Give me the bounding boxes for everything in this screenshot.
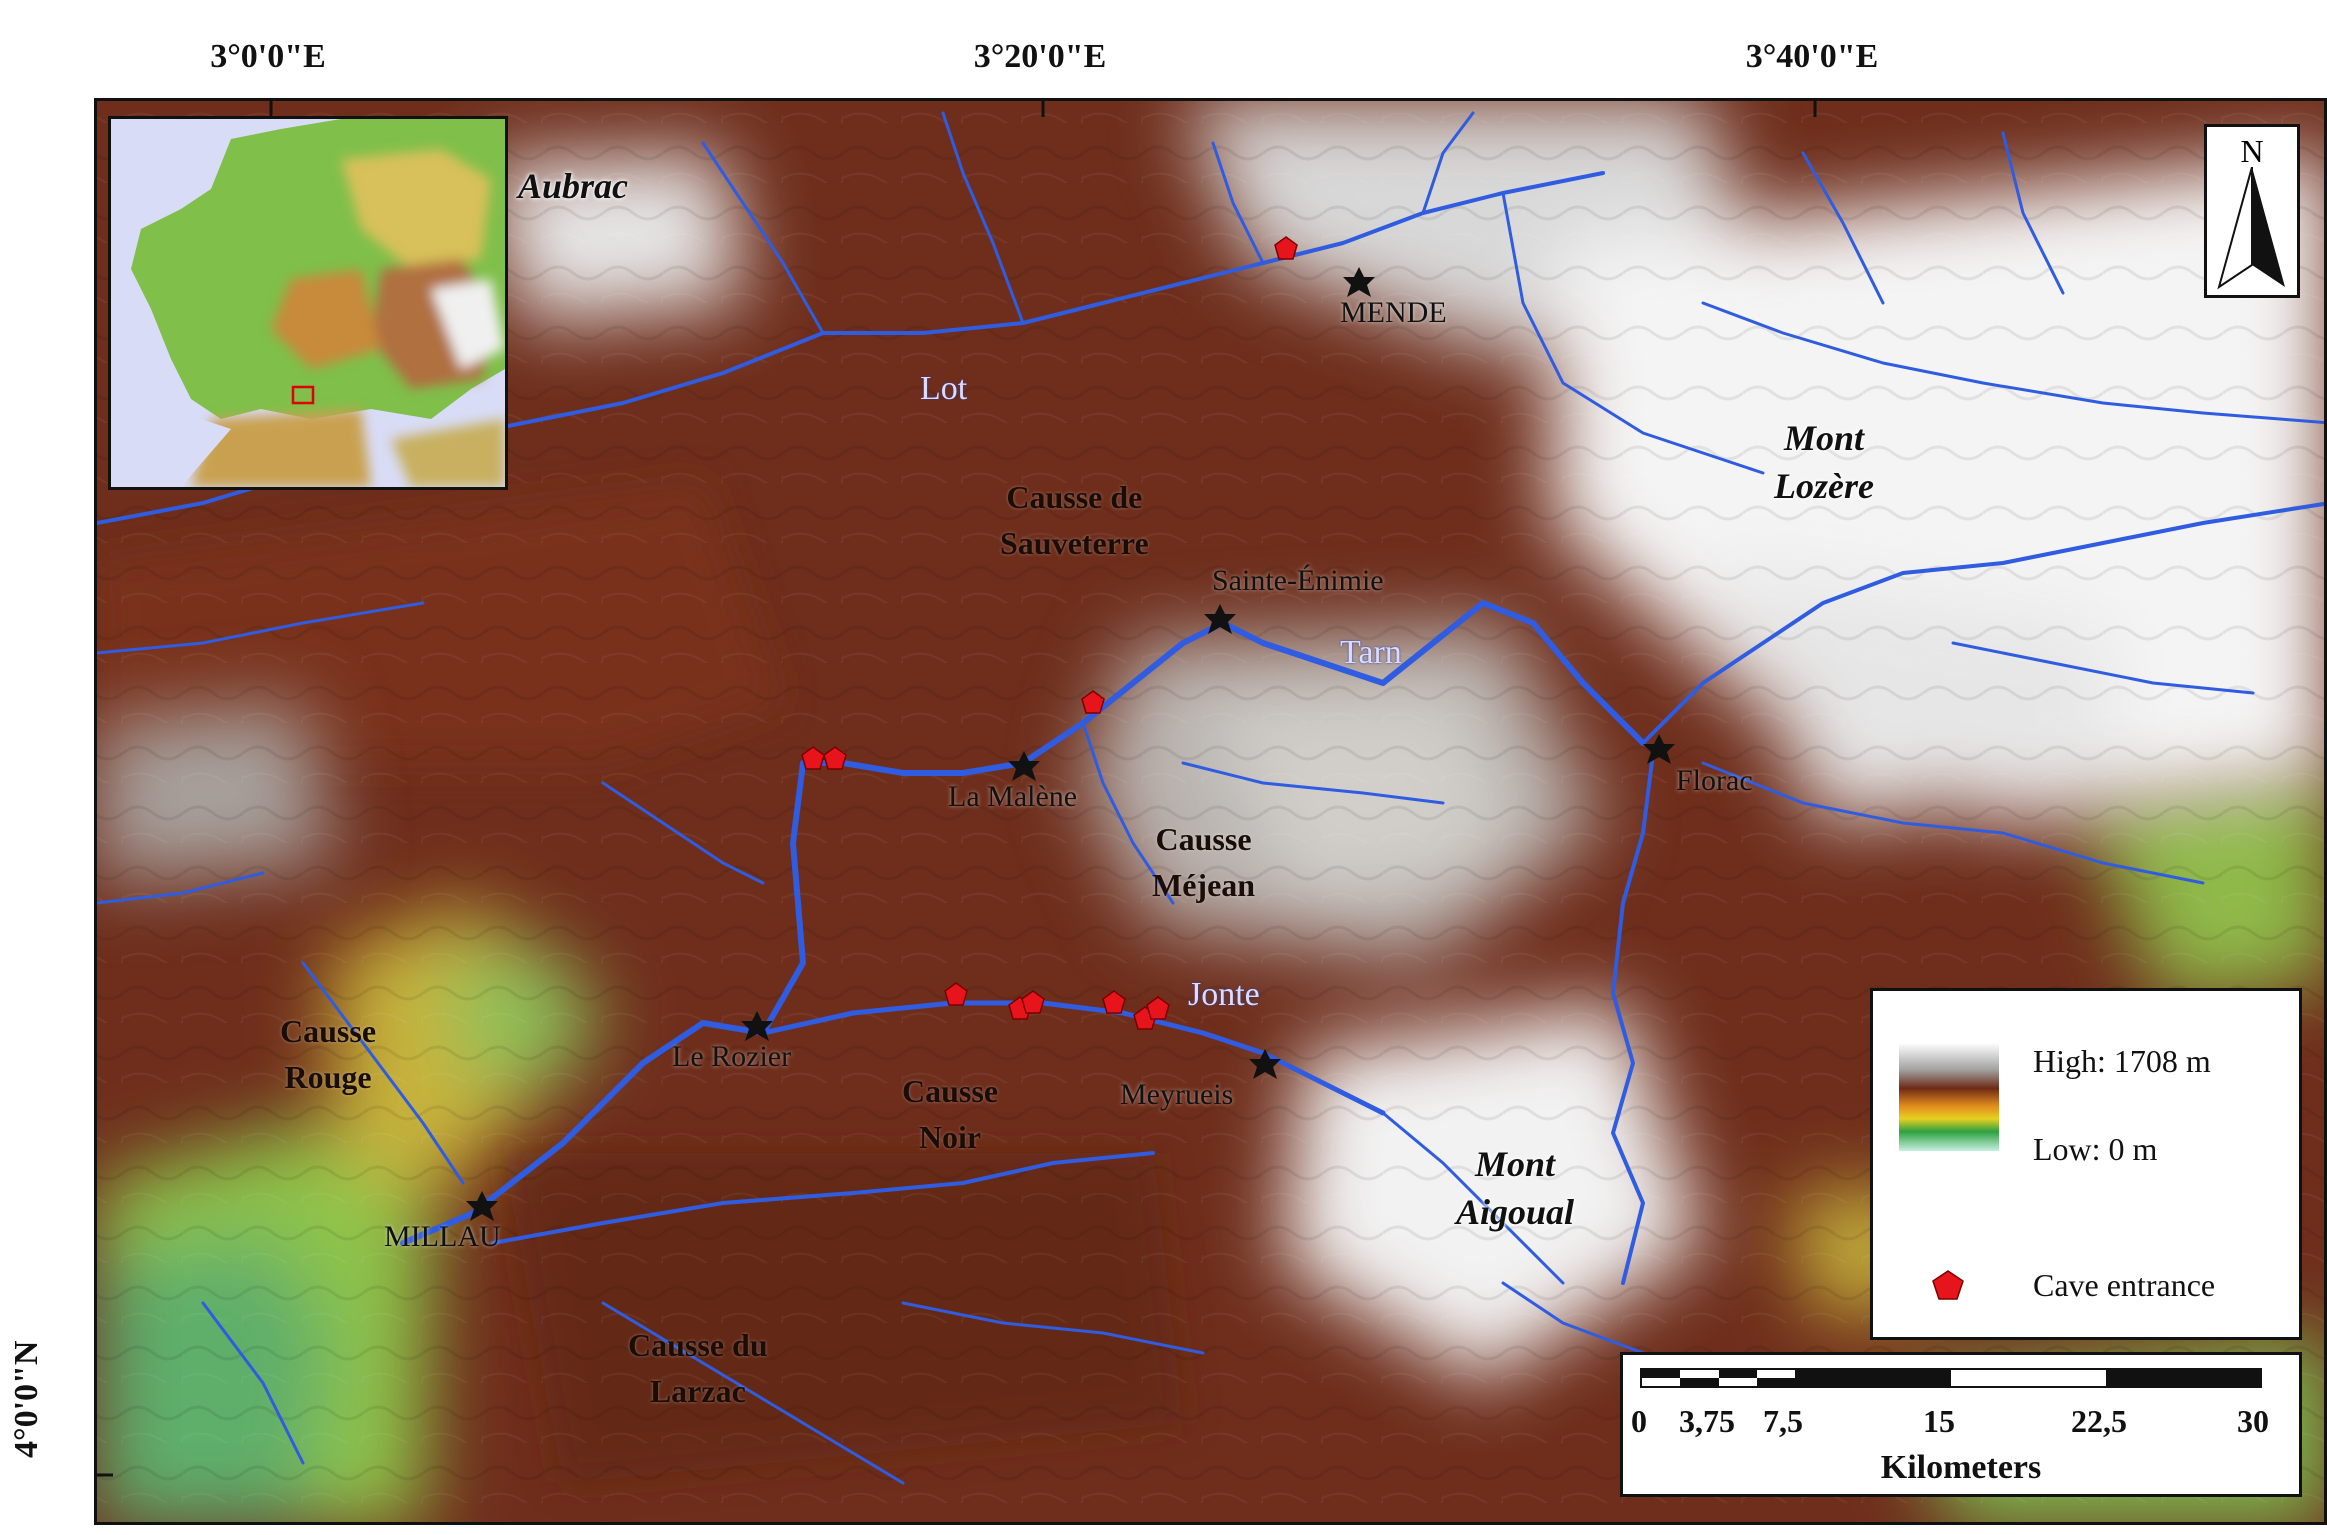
mountain-label-mont-aigoual: Mont Aigoual [1456, 1140, 1574, 1236]
longitude-label-3-20: 3°20'0"E [973, 38, 1107, 75]
cave-entrance-icon [1932, 1270, 1964, 1300]
scale-tick-30: 30 [2237, 1403, 2269, 1439]
cave-marker [801, 746, 825, 770]
elevation-ramp-icon [1899, 1043, 1999, 1151]
legend: High: 1708 m Low: 0 m Cave entrance [1870, 988, 2302, 1340]
scale-bar-graphic [1640, 1368, 2262, 1388]
region-label-causse-noir: Causse Noir [902, 1068, 998, 1160]
region-label-line: Causse de [1006, 479, 1143, 515]
mountain-label-aubrac: Aubrac [518, 162, 628, 210]
cave-marker [1102, 990, 1126, 1014]
town-label-sainte-enimie: Sainte-Énimie [1212, 564, 1384, 597]
terrain-map [97, 101, 2324, 1522]
region-label-line: Causse [1155, 821, 1252, 857]
north-arrow-icon [2217, 167, 2285, 290]
town-marker [741, 1011, 773, 1041]
town-label-le-rozier: Le Rozier [672, 1040, 792, 1073]
river-label-tarn: Tarn [1340, 634, 1402, 671]
scale-unit-label: Kilometers [1880, 1449, 2042, 1486]
north-arrow: N [2204, 124, 2300, 298]
region-label-causse-mejean: Causse Méjean [1152, 816, 1255, 908]
region-label-line: Sauveterre [1000, 525, 1149, 561]
mountain-label-line: Aubrac [518, 166, 629, 206]
town-label-florac: Florac [1676, 764, 1753, 797]
town-marker [1643, 734, 1675, 764]
cave-marker [944, 982, 968, 1006]
town-label-meyrueis: Meyrueis [1120, 1078, 1234, 1111]
cave-markers [801, 236, 1298, 1030]
study-area-marker [291, 385, 315, 405]
scale-tick-0: 0 [1631, 1403, 1647, 1439]
cave-marker [1081, 690, 1105, 714]
cave-marker [1274, 236, 1298, 260]
cave-marker [1146, 996, 1170, 1020]
longitude-label-3-40: 3°40'0"E [1745, 38, 1879, 75]
town-label-millau: MILLAU [384, 1220, 501, 1253]
town-markers [466, 267, 1675, 1221]
legend-low-label: Low: 0 m [2033, 1131, 2158, 1167]
town-marker [1008, 751, 1040, 781]
region-label-line: Méjean [1152, 867, 1256, 903]
town-marker [1343, 267, 1375, 297]
longitude-label-3-00: 3°0'0"E [210, 38, 326, 75]
region-label-line: Causse [902, 1073, 999, 1109]
town-marker [1204, 604, 1236, 634]
latitude-label-44-00: 4°0'0"N [8, 1340, 45, 1458]
mountain-label-line: Aigoual [1456, 1192, 1575, 1232]
mountain-label-line: Mont [1783, 418, 1864, 458]
region-label-line: Causse [280, 1013, 377, 1049]
region-label-causse-rouge: Causse Rouge [280, 1008, 376, 1100]
region-label-line: Rouge [284, 1059, 372, 1095]
graticule-ticks [97, 101, 1817, 1477]
town-marker [1249, 1049, 1281, 1079]
town-label-mende: MENDE [1340, 296, 1447, 329]
cave-marker [1021, 990, 1045, 1014]
scale-tick-15: 15 [1923, 1403, 1955, 1439]
main-map[interactable] [94, 98, 2327, 1525]
mountain-label-line: Mont [1475, 1144, 1556, 1184]
scale-tick-7-5: 7,5 [1763, 1403, 1803, 1439]
town-marker [466, 1191, 498, 1221]
scale-tick-22-5: 22,5 [2071, 1403, 2127, 1439]
north-label: N [2240, 133, 2264, 169]
river-label-lot: Lot [920, 370, 968, 407]
region-label-line: Noir [918, 1119, 982, 1155]
town-label-la-malene: La Malène [948, 780, 1078, 813]
river-jonte [760, 1000, 1386, 1116]
legend-high-label: High: 1708 m [2033, 1043, 2211, 1079]
mountain-label-mont-lozere: Mont Lozère [1774, 414, 1874, 510]
mountain-label-line: Lozère [1774, 466, 1874, 506]
france-inset [111, 119, 505, 487]
scale-tick-3-75: 3,75 [1679, 1403, 1735, 1439]
river-label-jonte: Jonte [1188, 976, 1260, 1013]
inset-locator-map [108, 116, 508, 490]
legend-cave-label: Cave entrance [2033, 1267, 2216, 1303]
scale-bar: 0 3,75 7,5 15 22,5 30 Kilometers [1620, 1352, 2302, 1497]
region-label-line: Larzac [649, 1373, 746, 1409]
region-label-causse-larzac: Causse du Larzac [628, 1322, 768, 1414]
cave-marker [823, 746, 847, 770]
region-label-line: Causse du [628, 1327, 768, 1363]
region-label-causse-sauveterre: Causse de Sauveterre [1000, 474, 1149, 566]
